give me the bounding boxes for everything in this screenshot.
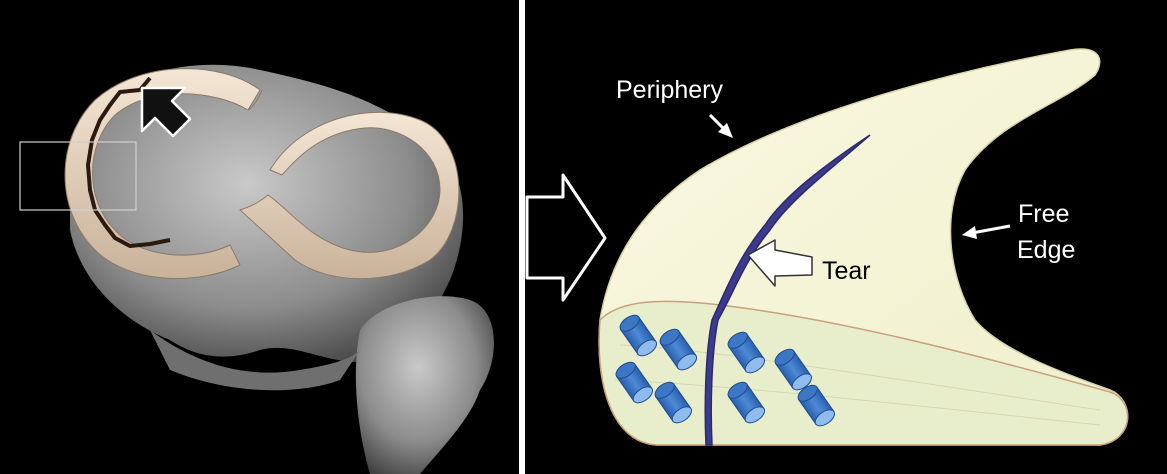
label-periphery: Periphery (616, 76, 723, 104)
right-panel: Periphery Tear Free Edge (525, 0, 1167, 474)
left-panel (0, 0, 519, 474)
label-free-edge-line1: Free (1018, 200, 1069, 228)
label-free-edge-line2: Edge (1017, 236, 1075, 264)
panel-divider (519, 0, 525, 474)
label-tear: Tear (822, 257, 871, 285)
